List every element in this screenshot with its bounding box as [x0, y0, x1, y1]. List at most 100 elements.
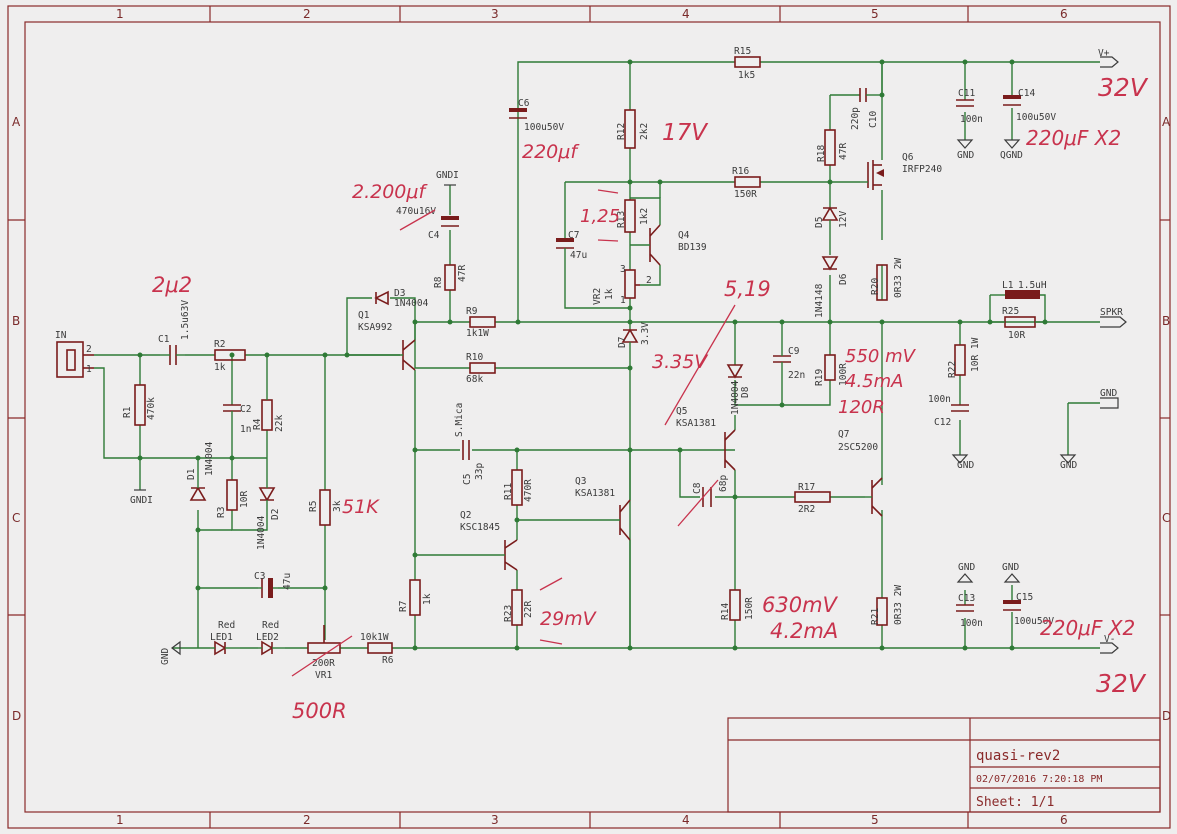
- r6-symbol: [367, 642, 393, 654]
- c8-label: C8: [692, 482, 703, 494]
- c6-label: C6: [518, 98, 530, 109]
- gnd-symbol: [956, 573, 974, 583]
- led1-symbol: [214, 640, 227, 656]
- r11-value: 470R: [523, 479, 534, 502]
- annotation-r19-i: 4.5mA: [845, 371, 903, 392]
- column-label: 4: [682, 7, 690, 21]
- c15-label: C15: [1016, 592, 1033, 603]
- annotation-c4: 2.200μf: [352, 181, 428, 203]
- gnd-label: GND: [1002, 562, 1019, 573]
- r22-symbol: [954, 344, 966, 376]
- c13-value: 100n: [960, 618, 983, 629]
- column-label: 5: [871, 7, 879, 21]
- d6-label: D6: [838, 273, 849, 285]
- d6-value: 1N4148: [814, 283, 825, 318]
- vr1-label: VR1: [315, 670, 332, 681]
- r21-value: 0R33 2W: [893, 585, 904, 625]
- r12-symbol: [624, 109, 636, 149]
- r12-label: R12: [616, 123, 627, 140]
- c1-value: 1.5u63V: [180, 300, 191, 340]
- r7-label: R7: [398, 601, 409, 612]
- c5-note: S.Mica: [454, 403, 465, 437]
- column-label: 1: [116, 7, 124, 21]
- c7-symbol: [556, 238, 574, 242]
- r9-symbol: [469, 316, 496, 328]
- spkr-label: SPKR: [1100, 307, 1123, 318]
- pin-label: 3: [620, 264, 626, 275]
- r1-label: R1: [122, 406, 133, 418]
- c2-value: 1n: [240, 424, 251, 435]
- vplus-label: V+: [1098, 48, 1110, 59]
- vr2-value: 1k: [604, 288, 615, 300]
- l1-value: 1.5uH: [1018, 280, 1047, 291]
- q3-value: KSA1381: [575, 488, 615, 499]
- in-port-label: IN: [55, 330, 67, 341]
- r6-value: 10k1W: [360, 632, 389, 643]
- annotation-c1: 2μ2: [152, 273, 192, 297]
- r8-value: 47R: [457, 265, 468, 282]
- c9-value: 22n: [788, 370, 805, 381]
- l1-label: L1: [1002, 280, 1014, 291]
- column-label: 1: [116, 813, 124, 827]
- r11-symbol: [511, 469, 523, 506]
- c5-label: C5: [462, 474, 473, 485]
- c4-value: 470u16V: [396, 206, 436, 217]
- qgnd-label: QGND: [1000, 150, 1023, 161]
- d7-value: 3.3V: [640, 322, 651, 345]
- gnd-symbol: [171, 640, 181, 656]
- d5-label: D5: [814, 217, 825, 228]
- r20-symbol: [876, 264, 888, 301]
- r8-label: R8: [433, 276, 444, 288]
- c12-label: C12: [934, 417, 951, 428]
- c15-symbol: [1003, 600, 1021, 604]
- r4-value: 22k: [274, 415, 285, 432]
- r22-label: R22: [947, 361, 958, 378]
- gnd-symbol: [951, 454, 969, 464]
- annotation-r19-r: 120R: [838, 397, 885, 418]
- c10-value: 220p: [850, 107, 861, 130]
- column-label: 4: [682, 813, 690, 827]
- led2-value: Red: [262, 620, 279, 631]
- sheet-frame: [7, 5, 1171, 829]
- led1-value: Red: [218, 620, 235, 631]
- r23-label: R23: [503, 605, 514, 622]
- annotation-c6: 220μf: [522, 141, 580, 163]
- c7-label: C7: [568, 230, 579, 241]
- r1-value: 470k: [146, 397, 157, 420]
- r25-label: R25: [1002, 306, 1019, 317]
- vr2-symbol: [624, 269, 636, 299]
- column-label: 2: [303, 813, 311, 827]
- annotation-r5: 51K: [342, 496, 380, 518]
- q6-value: IRFP240: [902, 164, 942, 175]
- r23-symbol: [511, 589, 523, 626]
- r3-value: 10R: [239, 491, 250, 508]
- input-connector: [56, 341, 84, 378]
- row-label: C: [12, 511, 20, 525]
- c4-symbol: [441, 216, 459, 220]
- junctions: [137, 59, 1048, 651]
- r13-value: 1k2: [639, 208, 650, 225]
- r20-value: 0R33 2W: [893, 258, 904, 298]
- gnd-label: GND: [1060, 460, 1077, 471]
- row-label: D: [12, 709, 21, 723]
- row-label: B: [1162, 314, 1170, 328]
- q6-label: Q6: [902, 152, 914, 163]
- gnd-label: GND: [957, 460, 974, 471]
- annotation-c14: 220μF X2: [1026, 126, 1121, 150]
- r18-symbol: [824, 129, 836, 166]
- row-label: B: [12, 314, 20, 328]
- annotation-d7: 3.35V: [652, 351, 709, 373]
- r9-label: R9: [466, 306, 478, 317]
- d3-value: 1N4004: [394, 298, 429, 309]
- title-sheet: Sheet: 1/1: [976, 795, 1054, 810]
- r17-symbol: [794, 491, 831, 503]
- d3-symbol: [374, 290, 389, 306]
- r6-label: R6: [382, 655, 394, 666]
- annotation-r14-i: 4.2mA: [770, 619, 838, 643]
- title-name: quasi-rev2: [976, 748, 1060, 764]
- gnd-label: GND: [957, 150, 974, 161]
- column-label: 3: [491, 7, 499, 21]
- q5-label: Q5: [676, 406, 687, 417]
- pin-label: 1: [86, 364, 92, 375]
- vr1-symbol: [307, 642, 341, 654]
